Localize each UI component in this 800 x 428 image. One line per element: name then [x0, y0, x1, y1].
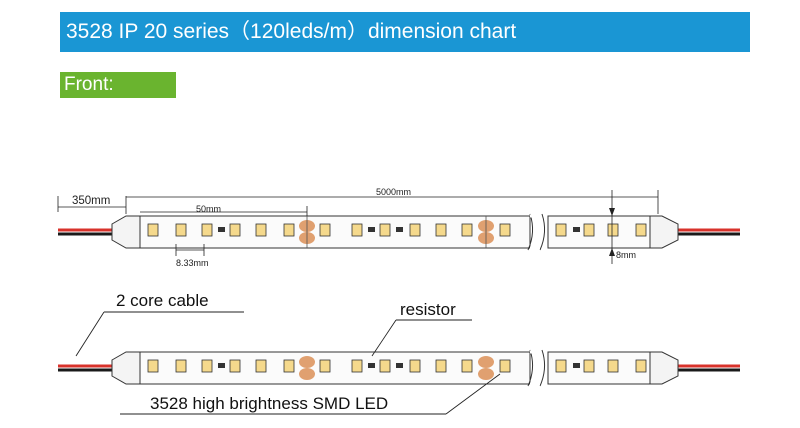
- strip-width-label: 8mm: [616, 250, 636, 260]
- led-pitch-label: 8.33mm: [176, 258, 209, 268]
- cut-pad: [478, 216, 494, 248]
- page-title: 3528 IP 20 series（120leds/m）dimension ch…: [60, 12, 750, 52]
- cut-unit-label: 50mm: [196, 204, 221, 214]
- left-cable: [58, 228, 120, 236]
- dimension-led-pitch: 8.33mm: [175, 244, 209, 268]
- strip-dimensioned: 350mm 5000mm 50mm 8.33mm 8mm: [57, 187, 740, 268]
- callout-resistor-label: resistor: [400, 300, 456, 319]
- callout-led: 3528 high brightness SMD LED: [120, 373, 501, 415]
- dimension-cable-length: 350mm: [57, 195, 127, 214]
- right-end-cap: [649, 215, 679, 249]
- callout-resistor: resistor: [371, 300, 472, 357]
- strip-annotated: 2 core cable resistor 3528 high brightne…: [58, 291, 740, 415]
- callout-cable-label: 2 core cable: [116, 291, 209, 310]
- cut-pad: [299, 216, 315, 248]
- left-end-cap: [111, 215, 141, 249]
- dimension-strip-width: 8mm: [609, 190, 636, 264]
- total-length-label: 5000mm: [376, 187, 411, 197]
- cable-length-label: 350mm: [72, 195, 110, 207]
- dimension-total-length: 5000mm: [126, 187, 659, 214]
- callout-cable: 2 core cable: [75, 291, 244, 357]
- section-label-front: Front:: [60, 72, 176, 98]
- dimension-cut-unit: 50mm: [140, 204, 308, 216]
- right-cable: [670, 228, 740, 236]
- callout-led-label: 3528 high brightness SMD LED: [150, 394, 388, 413]
